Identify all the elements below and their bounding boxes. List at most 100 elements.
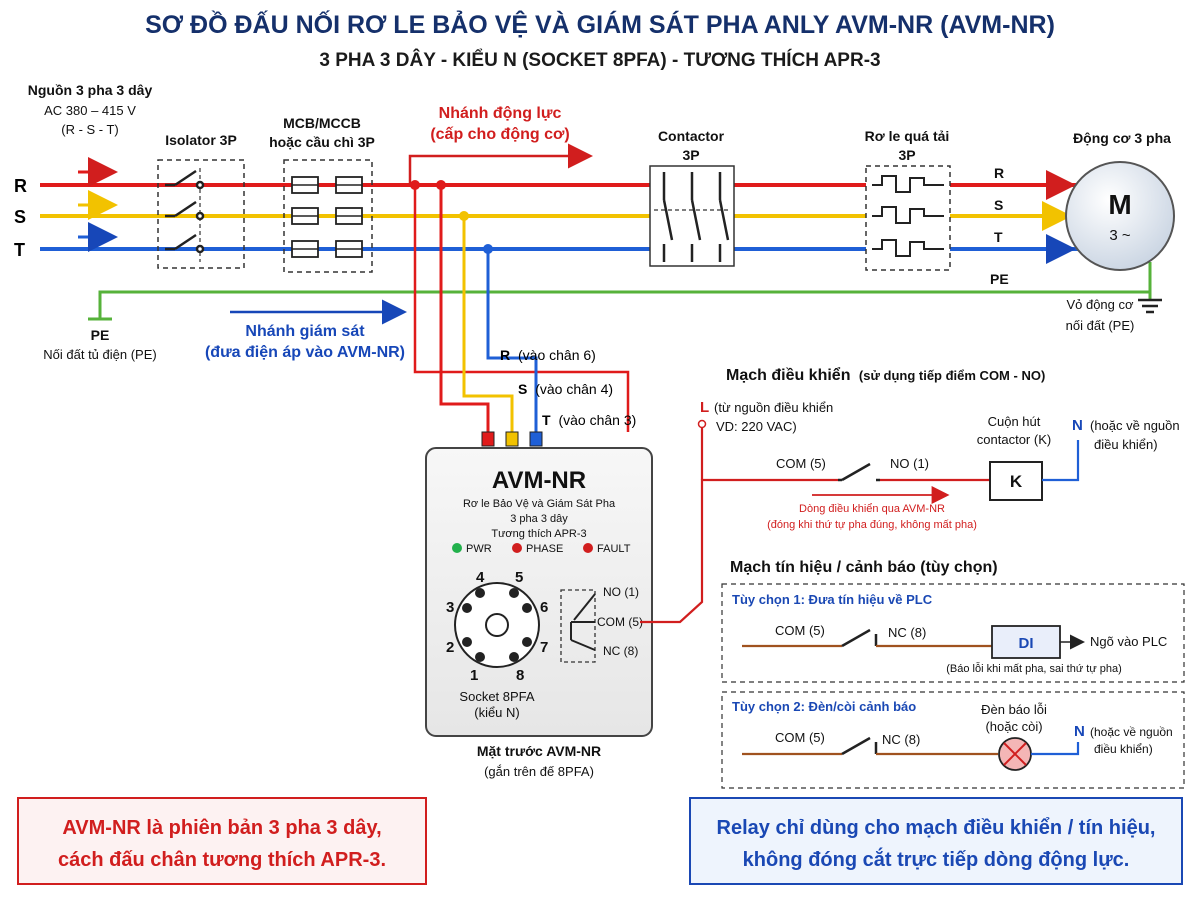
page-subtitle: 3 PHA 3 DÂY - KIỂU N (SOCKET 8PFA) - TƯƠ… xyxy=(319,49,880,71)
control-n-desc-2: điều khiển) xyxy=(1094,437,1158,452)
control-title: Mạch điều khiển xyxy=(726,366,850,384)
control-flow-2: (đóng khi thứ tự pha đúng, không mất pha… xyxy=(767,519,977,531)
pe-cabinet-desc: Nối đất tủ điện (PE) xyxy=(43,347,156,362)
motor-title: Động cơ 3 pha xyxy=(1073,130,1171,146)
source-label: Nguồn 3 pha 3 dây AC 380 – 415 V (R - S … xyxy=(28,82,153,137)
power-branch: Nhánh động lực (cấp cho động cơ) xyxy=(408,105,593,185)
motor-3-phase: Động cơ 3 pha M 3 ~ Vỏ động cơ nối đất (… xyxy=(1065,130,1175,333)
opt1-plc: Ngõ vào PLC xyxy=(1090,634,1167,649)
motor-phase-t: T xyxy=(994,229,1003,245)
control-n-desc-1: (hoặc về nguồn xyxy=(1090,418,1180,433)
control-no: NO (1) xyxy=(890,456,929,471)
control-coil-1: Cuộn hút xyxy=(988,414,1041,429)
contactor-3p: Contactor 3P xyxy=(649,128,735,267)
pin-labels: R (vào chân 6) S (vào chân 4) T (vào châ… xyxy=(500,347,636,428)
led-pwr-label: PWR xyxy=(466,543,492,555)
control-com: COM (5) xyxy=(776,456,826,471)
contactor-label-2: 3P xyxy=(682,147,699,163)
signal-circuit: Mạch tín hiệu / cảnh báo (tùy chọn) Tùy … xyxy=(721,559,1185,789)
opt2-n-desc-2: điều khiển) xyxy=(1094,742,1153,756)
motor-sub: 3 ~ xyxy=(1109,227,1131,244)
control-flow-1: Dòng điều khiển qua AVM-NR xyxy=(799,503,945,515)
phase-label-s: S xyxy=(14,207,26,227)
pin-s-phase: S xyxy=(518,381,527,397)
opt2-nc: NC (8) xyxy=(882,732,920,747)
device-caption-1: Mặt trước AVM-NR xyxy=(477,743,601,759)
note-left: AVM-NR là phiên bản 3 pha 3 dây, cách đấ… xyxy=(17,797,427,885)
monitor-branch: Nhánh giám sát (đưa điện áp vào AVM-NR) xyxy=(205,299,407,361)
mcb-label-2: hoặc cầu chì 3P xyxy=(269,134,375,150)
svg-text:S (vào chân 4): S (vào chân 4) xyxy=(518,381,613,397)
socket-pin-4: 4 xyxy=(476,569,485,586)
motor-ground-2: nối đất (PE) xyxy=(1066,318,1135,333)
device-desc-1: Rơ le Bảo Vệ và Giám Sát Pha xyxy=(463,498,616,510)
opt2-title: Tùy chọn 2: Đèn/còi cảnh báo xyxy=(732,699,916,714)
pe-cabinet-label: PE xyxy=(91,327,110,343)
avm-nr-device: AVM-NR Rơ le Bảo Vệ và Giám Sát Pha 3 ph… xyxy=(425,431,653,737)
pin-r-desc: (vào chân 6) xyxy=(518,347,596,363)
note-right-line-2: không đóng cắt trực tiếp dòng động lực. xyxy=(743,847,1130,871)
motor-pe-label: PE xyxy=(990,271,1009,287)
socket-pin-1: 1 xyxy=(470,667,478,684)
power-branch-label-1: Nhánh động lực xyxy=(439,105,562,122)
led-pwr xyxy=(452,543,462,553)
svg-text:T (vào chân 3): T (vào chân 3) xyxy=(542,412,636,428)
pin-s-desc: (vào chân 4) xyxy=(535,381,613,397)
source-phases: (R - S - T) xyxy=(61,122,119,137)
note-left-line-1: AVM-NR là phiên bản 3 pha 3 dây, xyxy=(62,817,381,839)
pin-t-desc: (vào chân 3) xyxy=(558,412,636,428)
coil-k-label: K xyxy=(1010,472,1023,491)
contact-nc: NC (8) xyxy=(603,644,638,658)
motor-phase-r: R xyxy=(994,165,1004,181)
opt2-lamp-1: Đèn báo lỗi xyxy=(981,702,1047,717)
contact-no: NO (1) xyxy=(603,585,639,599)
control-circuit: Mạch điều khiển (sử dụng tiếp điểm COM -… xyxy=(697,366,1180,531)
device-caption-2: (gắn trên đế 8PFA) xyxy=(484,764,594,779)
note-right: Relay chỉ dùng cho mạch điều khiển / tín… xyxy=(689,797,1183,885)
control-title-note: (sử dụng tiếp điểm COM - NO) xyxy=(859,368,1045,383)
isolator-3p: Isolator 3P xyxy=(157,132,245,269)
svg-text:R (vào chân 6): R (vào chân 6) xyxy=(500,347,596,363)
overload-label-2: 3P xyxy=(898,147,915,163)
note-right-line-1: Relay chỉ dùng cho mạch điều khiển / tín… xyxy=(717,817,1156,839)
signal-title: Mạch tín hiệu / cảnh báo (tùy chọn) xyxy=(730,559,998,576)
device-name: AVM-NR xyxy=(492,467,586,494)
opt1-title: Tùy chọn 1: Đưa tín hiệu về PLC xyxy=(732,592,933,607)
mcb-fuse-3p: MCB/MCCB hoặc cầu chì 3P xyxy=(269,115,375,273)
socket-pin-5: 5 xyxy=(515,569,523,586)
isolator-label: Isolator 3P xyxy=(165,132,237,148)
pin-r-phase: R xyxy=(500,347,510,363)
overload-label-1: Rơ le quá tải xyxy=(865,128,950,144)
motor-phase-labels: R S T PE xyxy=(990,165,1076,287)
socket-pin-8: 8 xyxy=(516,667,524,684)
socket-pin-2: 2 xyxy=(446,639,454,656)
device-desc-2: 3 pha 3 dây xyxy=(510,513,568,525)
page-title: SƠ ĐỒ ĐẤU NỐI RƠ LE BẢO VỆ VÀ GIÁM SÁT P… xyxy=(145,9,1055,39)
socket-label-2: (kiểu N) xyxy=(474,705,520,720)
led-phase-label: PHASE xyxy=(526,543,563,555)
motor-phase-s: S xyxy=(994,197,1003,213)
control-l-label: L xyxy=(700,399,709,416)
contact-com: COM (5) xyxy=(597,615,643,629)
monitor-branch-label-2: (đưa điện áp vào AVM-NR) xyxy=(205,344,405,361)
socket-pin-7: 7 xyxy=(540,639,548,656)
control-n-label: N xyxy=(1072,417,1083,434)
opt2-lamp-2: (hoặc còi) xyxy=(985,719,1042,734)
control-coil-2: contactor (K) xyxy=(977,432,1051,447)
device-desc-3: Tương thích APR-3 xyxy=(491,528,586,540)
source-title: Nguồn 3 pha 3 dây xyxy=(28,82,153,98)
control-l-desc-1: (từ nguồn điều khiển xyxy=(714,400,833,415)
motor-m: M xyxy=(1108,189,1131,220)
pin-t-phase: T xyxy=(542,412,551,428)
led-fault-label: FAULT xyxy=(597,543,631,555)
pe-wire xyxy=(98,262,1152,318)
monitor-branch-label-1: Nhánh giám sát xyxy=(245,323,365,340)
motor-symbol xyxy=(1065,161,1175,271)
opt1-note: (Báo lỗi khi mất pha, sai thứ tự pha) xyxy=(946,662,1122,675)
svg-text:Mạch điều khiển (sử dụng: Mạch điều khiển (sử dụng tiếp điểm COM -… xyxy=(726,366,1045,384)
power-branch-label-2: (cấp cho động cơ) xyxy=(430,126,569,143)
socket-pin-6: 6 xyxy=(540,599,548,616)
control-l-desc-2: VD: 220 VAC) xyxy=(716,419,797,434)
control-wire-com xyxy=(640,478,838,624)
